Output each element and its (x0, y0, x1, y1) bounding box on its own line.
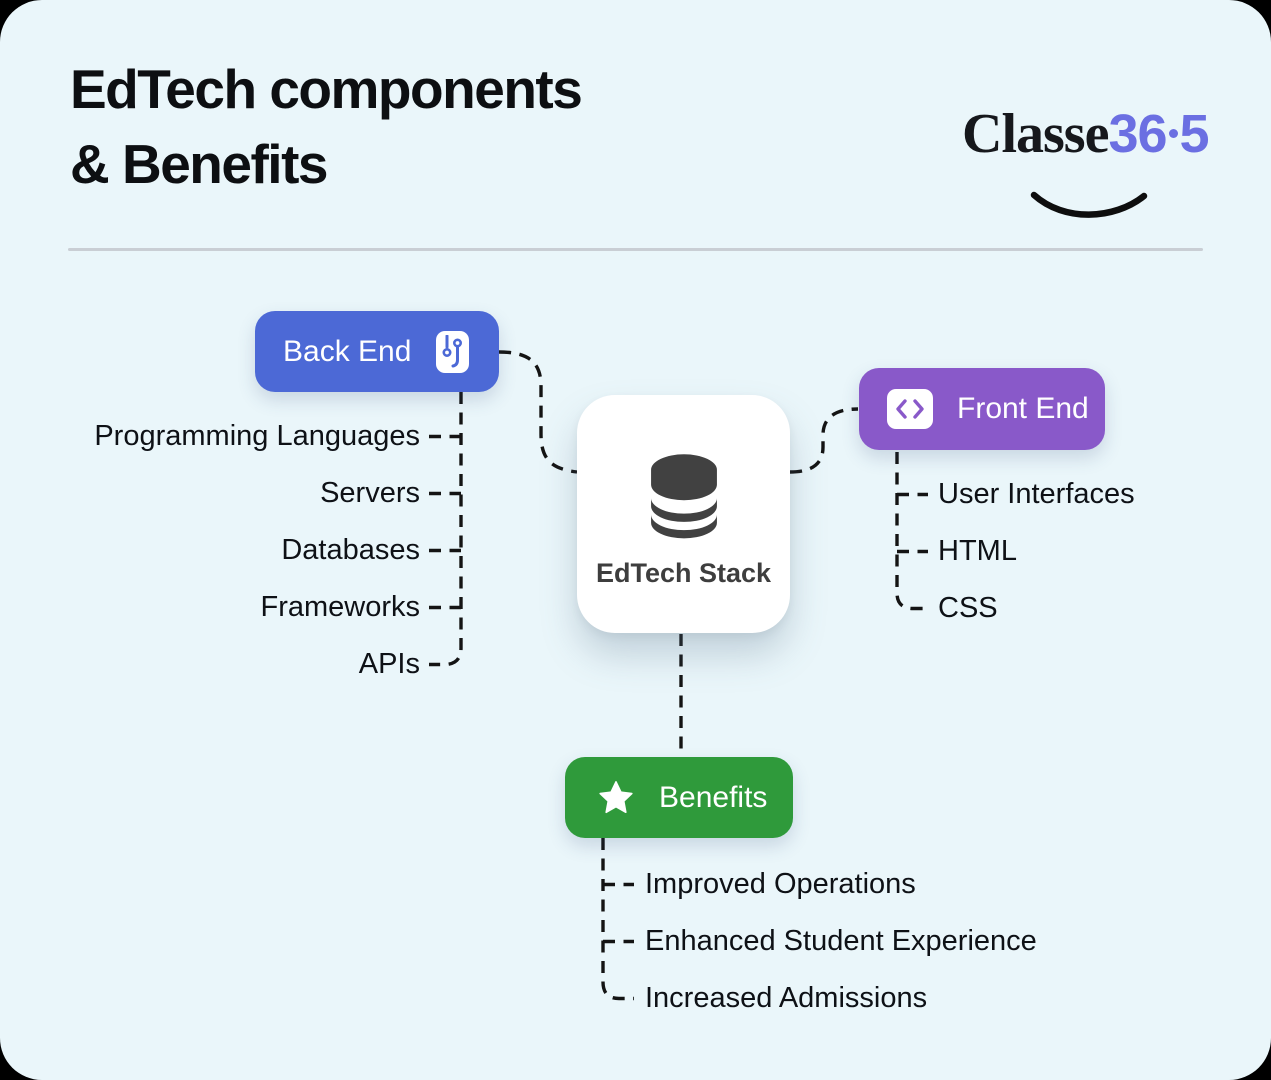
logo-text-36: 36 (1108, 104, 1167, 164)
edtech-stack-card[interactable]: EdTech Stack (577, 395, 790, 633)
list-item: Databases (281, 534, 420, 566)
page-title: EdTech components & Benefits (70, 58, 583, 195)
list-item: Servers (320, 477, 420, 509)
benefits-label: Benefits (659, 780, 768, 814)
list-item: Frameworks (260, 591, 420, 623)
logo-dot (1168, 129, 1178, 138)
list-item: Improved Operations (645, 868, 916, 900)
back-end-node[interactable]: Back End (255, 311, 499, 392)
edtech-stack-label: EdTech Stack (595, 557, 772, 588)
database-icon (650, 453, 717, 538)
front-end-label: Front End (957, 392, 1089, 425)
list-item: HTML (938, 535, 1017, 567)
list-item: Programming Languages (94, 420, 420, 452)
back-end-label: Back End (283, 334, 412, 368)
list-item: Enhanced Student Experience (645, 925, 1037, 957)
logo-text-classe: Classe (962, 103, 1109, 165)
front-end-node[interactable]: Front End (859, 368, 1105, 450)
code-icon (887, 389, 933, 429)
wire-stack-to-frontend (789, 407, 859, 474)
wire-backend-spine (429, 392, 463, 667)
benefits-items: Improved Operations Enhanced Student Exp… (645, 856, 1105, 1027)
star-icon (597, 779, 635, 817)
wire-frontend-spine (895, 452, 928, 611)
circuit-icon (436, 330, 469, 373)
list-item: Increased Admissions (645, 982, 928, 1014)
header-divider (68, 248, 1203, 251)
back-end-items: Programming Languages Servers Databases … (60, 408, 420, 693)
logo-text-5: 5 (1179, 104, 1210, 164)
benefits-node[interactable]: Benefits (565, 757, 793, 838)
list-item: CSS (938, 592, 998, 624)
wire-backend-to-stack (498, 350, 578, 474)
list-item: User Interfaces (938, 478, 1135, 510)
front-end-items: User Interfaces HTML CSS (938, 466, 1268, 637)
wire-benefits-spine (601, 838, 634, 1001)
list-item: APIs (358, 648, 420, 680)
smile-icon (1030, 191, 1148, 218)
